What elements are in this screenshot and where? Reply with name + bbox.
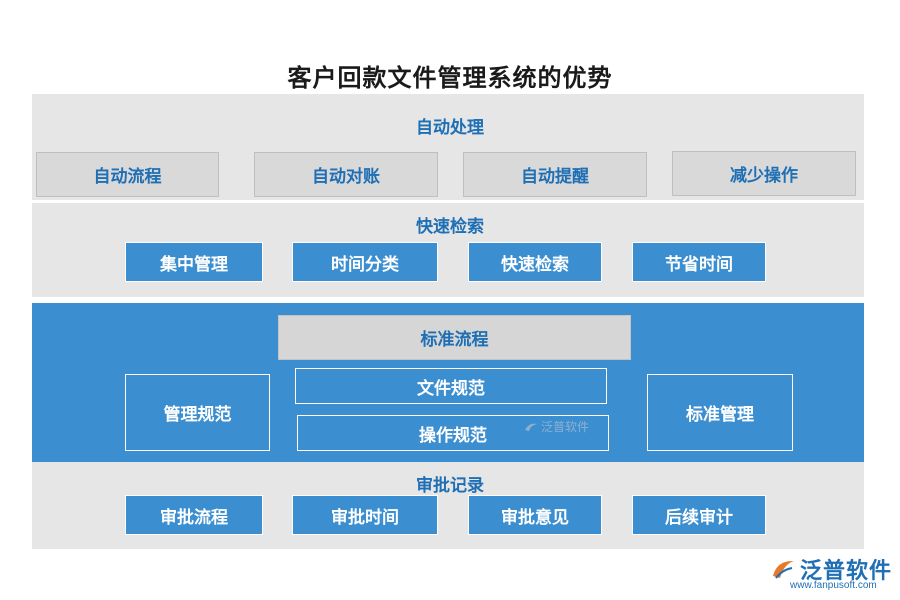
auto-item-3: 自动提醒 xyxy=(463,152,647,197)
approval-item-2: 审批时间 xyxy=(292,495,438,535)
auto-process-title: 自动处理 xyxy=(416,118,484,138)
watermark-logo-icon xyxy=(525,423,537,431)
approval-item-3: 审批意见 xyxy=(468,495,602,535)
search-title: 快速检索 xyxy=(416,217,484,237)
auto-item-4: 减少操作 xyxy=(672,151,856,196)
auto-item-2: 自动对账 xyxy=(254,152,438,197)
standard-header: 标准流程 xyxy=(278,315,631,360)
search-item-3: 快速检索 xyxy=(468,242,602,282)
approval-item-1: 审批流程 xyxy=(125,495,263,535)
brand-logo: 泛普软件 xyxy=(770,553,892,585)
section-divider xyxy=(32,200,864,203)
search-item-2: 时间分类 xyxy=(292,242,438,282)
brand-name: 泛普软件 xyxy=(800,559,893,584)
watermark: 泛普软件 xyxy=(524,418,589,435)
auto-item-1: 自动流程 xyxy=(36,152,219,197)
standard-middle-1: 文件规范 xyxy=(295,368,607,404)
search-item-4: 节省时间 xyxy=(632,242,766,282)
approval-title: 审批记录 xyxy=(416,476,484,496)
watermark-text: 泛普软件 xyxy=(541,420,590,434)
brand-leaf-icon xyxy=(773,560,794,579)
standard-right-box: 标准管理 xyxy=(647,374,793,451)
approval-item-4: 后续审计 xyxy=(632,495,766,535)
standard-left-box: 管理规范 xyxy=(125,374,270,451)
diagram-title: 客户回款文件管理系统的优势 xyxy=(287,64,613,92)
standard-middle-2: 操作规范 xyxy=(297,415,609,451)
search-item-1: 集中管理 xyxy=(125,242,263,282)
brand-url: www.fanpusoft.com xyxy=(790,580,877,591)
